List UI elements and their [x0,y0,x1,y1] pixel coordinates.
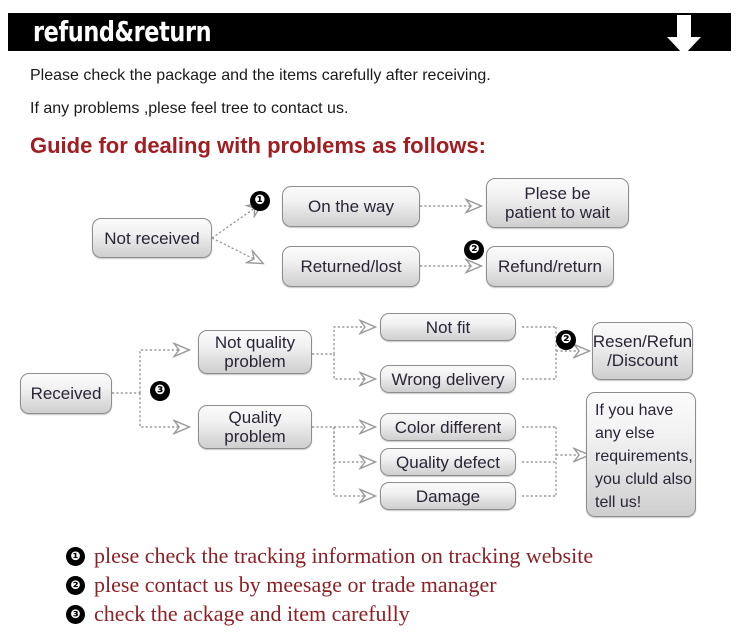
flow-box-not-fit[interactable]: Not fit [380,313,516,341]
note-item-2: ❷ plese contact us by meesage or trade m… [66,572,497,598]
note-marker-1: ❶ [66,546,85,566]
intro-line-1: Please check the package and the items c… [30,67,491,84]
header-banner: refund&return [8,13,731,55]
note-text-3: check the ackage and item carefully [94,601,410,626]
page-title: refund&return [33,15,212,48]
intro-line-2: If any problems ,plese feel tree to cont… [30,100,349,117]
flow-box-refund-return[interactable]: Refund/return [486,246,614,287]
note-marker-2: ❷ [66,575,85,595]
flow-box-please-wait[interactable]: Plese be patient to wait [486,178,629,228]
flow-box-wrong-delivery[interactable]: Wrong delivery [380,365,516,393]
flow-box-not-quality-problem[interactable]: Not quality problem [198,330,312,374]
down-arrow-icon [667,15,701,55]
guide-heading: Guide for dealing with problems as follo… [30,133,486,158]
flow-box-received[interactable]: Received [20,373,112,414]
flow-box-resend-refund-discount[interactable]: Resen/Refun /Discount [592,322,693,380]
flow-box-quality-problem[interactable]: Quality problem [198,405,312,449]
note-item-1: ❶ plese check the tracking information o… [66,543,593,569]
note-text-2: plese contact us by meesage or trade man… [94,572,497,597]
step-marker-3-flow2: ❸ [150,381,170,401]
flow-box-color-different[interactable]: Color different [380,413,516,441]
step-marker-2-flow1: ❷ [464,240,484,260]
flow-box-not-received[interactable]: Not received [92,218,212,258]
flow-box-returned-lost[interactable]: Returned/lost [282,246,420,287]
note-item-3: ❸ check the ackage and item carefully [66,601,410,627]
flow-box-quality-defect[interactable]: Quality defect [380,448,516,476]
flow-box-other-requirements[interactable]: If you have any else requirements, you c… [586,392,696,517]
note-text-1: plese check the tracking information on … [94,543,594,568]
flow-box-damage[interactable]: Damage [380,482,516,510]
note-marker-3: ❸ [66,604,85,624]
step-marker-2-flow2: ❷ [556,330,576,350]
step-marker-1-flow1: ❶ [250,191,270,211]
flow-box-on-the-way[interactable]: On the way [282,186,420,227]
